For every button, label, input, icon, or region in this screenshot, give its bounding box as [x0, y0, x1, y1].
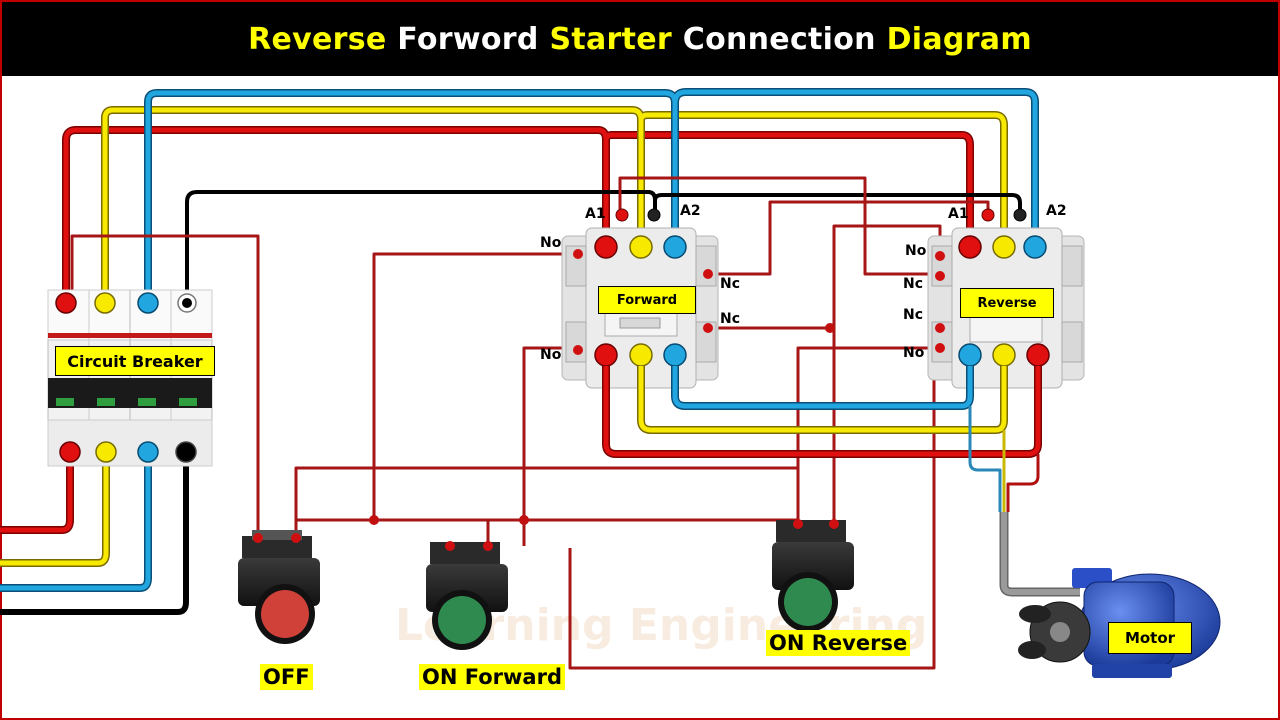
off-push-button: [238, 530, 320, 644]
forward-contactor-label: Forward: [598, 286, 696, 314]
forward-no-bottom-label: No: [540, 347, 562, 363]
forward-a2-label: A2: [680, 203, 701, 219]
forward-a1-label: A1: [585, 206, 606, 222]
on-reverse-button-label: ON Reverse: [766, 630, 911, 656]
circuit-breaker-label: Circuit Breaker: [55, 346, 215, 376]
on-forward-push-button: [426, 541, 508, 650]
wire-control-supply: [70, 234, 260, 540]
reverse-no-bottom-label: No: [903, 345, 925, 361]
forward-nc-top-label: Nc: [720, 276, 741, 292]
reverse-a1-label: A1: [948, 206, 969, 222]
reverse-contactor-label: Reverse: [960, 288, 1054, 318]
control-junctions: [369, 323, 835, 525]
title-word-diagram: Diagram: [886, 21, 1032, 57]
title-word-forword: Forword: [397, 21, 539, 57]
title-bar: Reverse Forword Starter Connection Diagr…: [2, 2, 1278, 76]
circuit-breaker: [47, 289, 213, 467]
off-button-label: OFF: [260, 664, 313, 690]
supply-wires: [0, 452, 189, 615]
reverse-nc-bottom-label: Nc: [903, 307, 924, 323]
title-word-connection: Connection: [682, 21, 876, 57]
on-reverse-push-button: [772, 519, 854, 632]
title-word-reverse: Reverse: [248, 21, 387, 57]
motor-label: Motor: [1108, 622, 1192, 654]
diagram-title: Reverse Forword Starter Connection Diagr…: [248, 22, 1032, 57]
on-forward-button-label: ON Forward: [419, 664, 565, 690]
power-wires: [62, 88, 1039, 304]
title-word-starter: Starter: [549, 21, 673, 57]
wiring-diagram: [0, 88, 1221, 678]
wire-black-neutral: [185, 190, 1022, 302]
reverse-a2-label: A2: [1046, 203, 1067, 219]
motor-wires: [602, 366, 1080, 597]
forward-nc-bottom-label: Nc: [720, 311, 741, 327]
reverse-no-top-label: No: [905, 243, 927, 259]
reverse-nc-top-label: Nc: [903, 276, 924, 292]
forward-no-top-label: No: [540, 235, 562, 251]
